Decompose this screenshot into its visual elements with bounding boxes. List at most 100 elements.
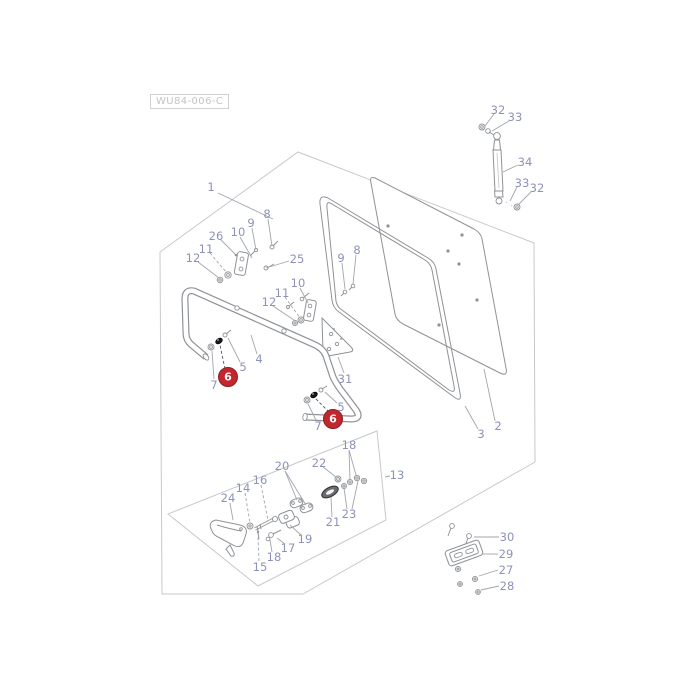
window-frame-tube [181, 287, 362, 423]
part-callout[interactable]: 27 [478, 563, 513, 577]
part-callout[interactable]: 32 [517, 181, 544, 206]
leader-line [209, 252, 228, 274]
corner-gusset-plate [321, 316, 354, 357]
part-callout[interactable]: 5 [227, 337, 247, 374]
part-number: 18 [267, 550, 282, 564]
leader-line [483, 368, 496, 422]
part-callout[interactable]: 25 [265, 252, 304, 269]
leader-line [491, 120, 510, 132]
part-callout[interactable]: 15 [253, 537, 268, 574]
part-callout[interactable]: 17 [276, 537, 295, 555]
highlighted-part-callout[interactable]: 6 [314, 397, 343, 429]
part-callout[interactable]: 33 [491, 110, 522, 132]
part-callout[interactable]: 24 [221, 491, 236, 521]
highlighted-part-callout[interactable]: 6 [218, 344, 238, 387]
leader-line [265, 260, 290, 269]
leader-line [341, 262, 346, 290]
part-number: 5 [239, 360, 246, 374]
part-callout[interactable]: 23 [342, 480, 359, 521]
assembly-boundary-outline [159, 151, 536, 595]
part-number: 24 [221, 491, 236, 505]
leader-line [337, 356, 345, 374]
leader-line [314, 397, 330, 413]
part-callout[interactable]: 12 [262, 295, 295, 321]
part-callout[interactable]: 28 [480, 579, 514, 593]
part-callout[interactable]: 2 [483, 368, 502, 433]
hinge-plate [303, 299, 317, 322]
pin [265, 536, 271, 542]
part-callout[interactable]: 18 [267, 539, 282, 564]
part-number: 5 [337, 400, 344, 414]
part-callout[interactable]: 9 [247, 216, 257, 251]
part-callout[interactable]: 1 [207, 180, 274, 220]
part-callout[interactable]: 8 [352, 243, 361, 285]
drawing-code-label: WU84-006-C [150, 94, 230, 109]
part-callout[interactable]: 19 [289, 524, 312, 546]
part-number: 7 [210, 378, 217, 392]
window-glass [370, 177, 507, 375]
part-number: 8 [353, 243, 360, 257]
strut-neck [492, 139, 502, 151]
part-callout[interactable]: 14 [236, 481, 251, 524]
part-number: 23 [342, 507, 357, 521]
part-callout[interactable]: 34 [502, 155, 532, 173]
part-number: 9 [337, 251, 344, 265]
part-callout[interactable]: 7 [307, 403, 322, 433]
leader-line [220, 239, 237, 256]
part-callout[interactable]: 10 [231, 225, 253, 259]
part-callout[interactable]: 30 [474, 530, 514, 544]
leader-line [239, 236, 253, 259]
part-callout[interactable]: 13 [384, 468, 405, 482]
part-number: 10 [291, 276, 306, 290]
part-callout[interactable]: 12 [186, 251, 220, 279]
strut-collar [493, 190, 504, 198]
leader-line [244, 492, 251, 524]
leader-line [343, 487, 348, 510]
leader-line [284, 470, 298, 501]
leader-line [217, 192, 274, 220]
part-number: 13 [390, 468, 405, 482]
striker-bracket-group [444, 523, 484, 595]
latch-handle-group [209, 474, 368, 557]
leader-line [348, 449, 357, 476]
leader-line [517, 191, 532, 206]
part-callout[interactable]: 10 [291, 276, 309, 304]
part-number: 2 [494, 419, 501, 433]
leader-line [211, 350, 215, 380]
leader-line [509, 186, 518, 202]
part-callout[interactable]: 3 [464, 405, 485, 441]
part-callout[interactable]: 33 [509, 176, 530, 202]
gas-strut-assembly [478, 123, 521, 211]
part-callout[interactable]: 9 [337, 251, 346, 290]
seal-corner-screw [342, 289, 348, 295]
part-callout[interactable]: 5 [324, 391, 345, 414]
highlight-badge [323, 409, 343, 429]
part-number: 33 [515, 176, 530, 190]
part-callout[interactable]: 11 [275, 286, 301, 319]
tube-open-end [302, 412, 308, 422]
part-callout[interactable]: 22 [312, 456, 337, 478]
part-callout[interactable]: 8 [263, 207, 273, 247]
part-callout[interactable]: 29 [483, 547, 513, 561]
handle-parts-box-outline [167, 430, 387, 587]
part-callout[interactable]: 21 [326, 496, 341, 529]
part-callout[interactable]: 26 [209, 229, 237, 256]
leader-line [276, 537, 286, 545]
part-callout[interactable]: 16 [253, 473, 269, 521]
leader-line [478, 569, 499, 577]
leader-line [267, 218, 273, 247]
part-callout[interactable]: 32 [484, 103, 505, 127]
latch-handle [209, 519, 247, 548]
part-number: 30 [500, 530, 515, 544]
part-callout[interactable]: 7 [210, 350, 218, 392]
rubber-grommet [310, 391, 318, 399]
glass-hole [446, 249, 450, 253]
part-number: 1 [207, 180, 214, 194]
part-callout[interactable]: 18 [342, 438, 357, 481]
rubber-grommet [215, 337, 223, 345]
part-callout[interactable]: 31 [337, 356, 353, 386]
part-callout[interactable]: 11 [199, 242, 228, 274]
part-callout[interactable]: 20 [275, 459, 307, 506]
part-callout[interactable]: 4 [250, 334, 263, 366]
